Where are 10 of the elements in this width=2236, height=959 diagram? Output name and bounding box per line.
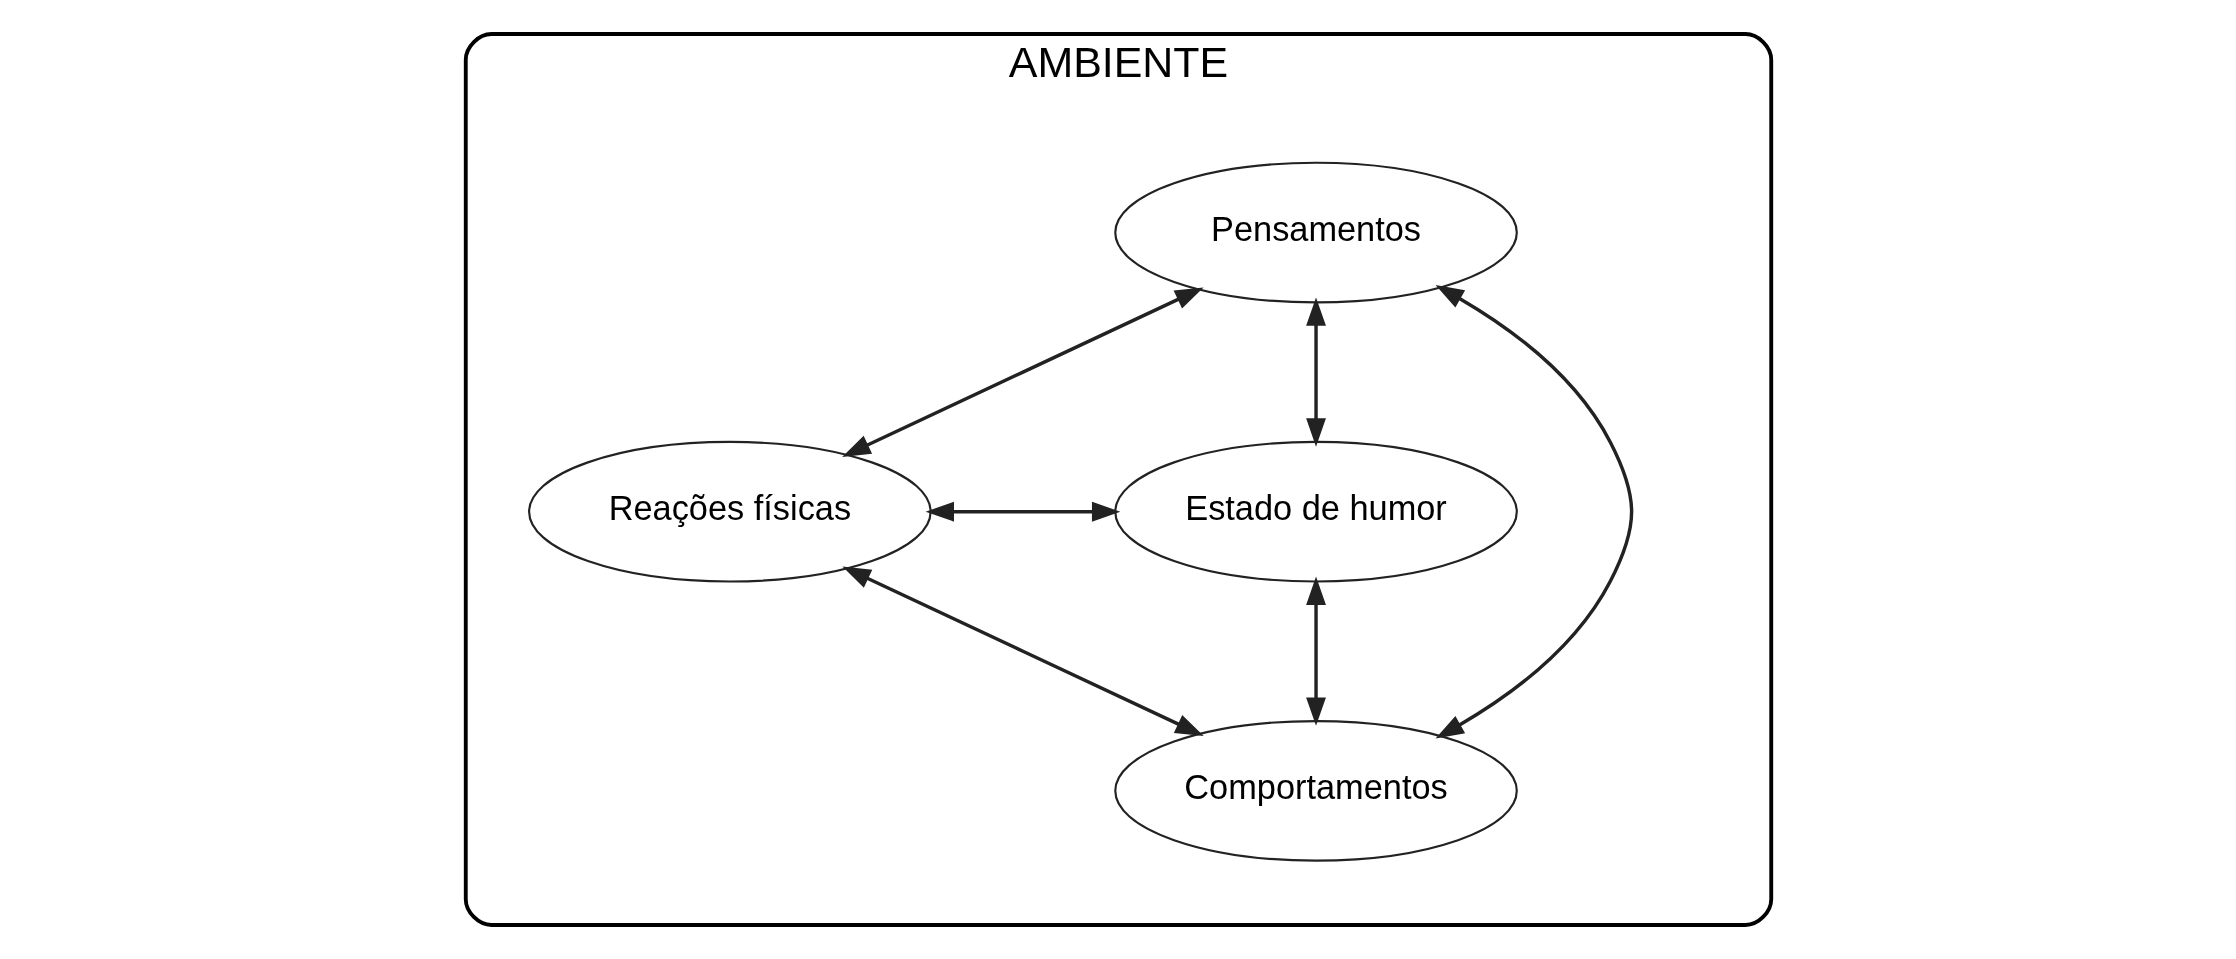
node-ellipse: Estado de humor xyxy=(1113,440,1518,583)
arrow xyxy=(925,501,1120,522)
arrow xyxy=(1305,297,1326,447)
arrow xyxy=(1305,576,1326,726)
node-ellipse: Comportamentos xyxy=(1113,719,1518,862)
arrow xyxy=(841,287,1204,457)
arrow xyxy=(841,566,1204,737)
arrow xyxy=(1435,284,1633,739)
node-ellipse: Pensamentos xyxy=(1113,161,1518,304)
node-ellipse: Reações físicas xyxy=(527,440,932,583)
